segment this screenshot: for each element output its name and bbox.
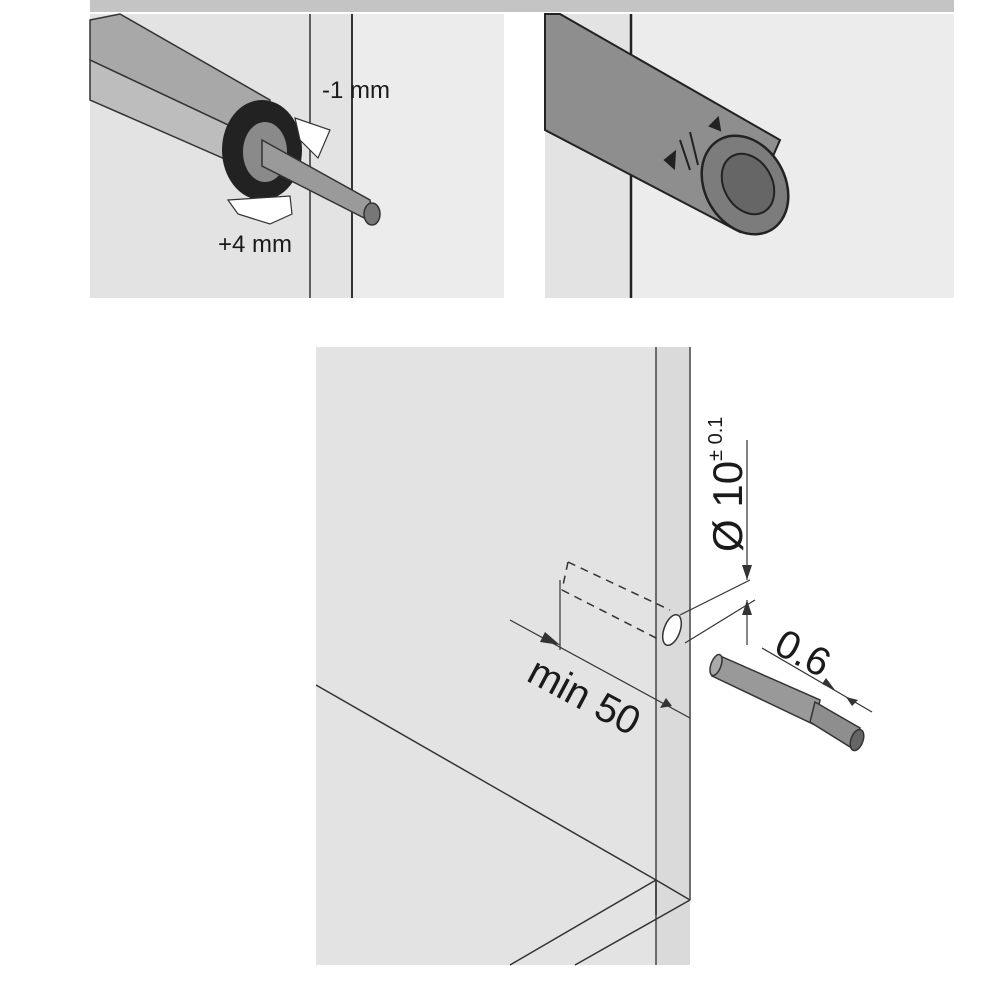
label-plus-4mm: +4 mm <box>218 231 292 258</box>
panel-bottom: Ø 10± 0.1 0.6 min 50 <box>315 347 873 966</box>
panel-top-left: -1 mm +4 mm <box>89 13 504 298</box>
panel-top-right <box>544 13 954 298</box>
adjust-arrows-icon <box>663 115 722 171</box>
header-bar <box>90 0 954 12</box>
diameter-label: Ø 10± 0.1 <box>704 417 751 552</box>
label-minus-1mm: -1 mm <box>322 77 390 104</box>
depth-label: 0.6 <box>768 621 838 686</box>
push-latch-damper <box>709 653 865 752</box>
